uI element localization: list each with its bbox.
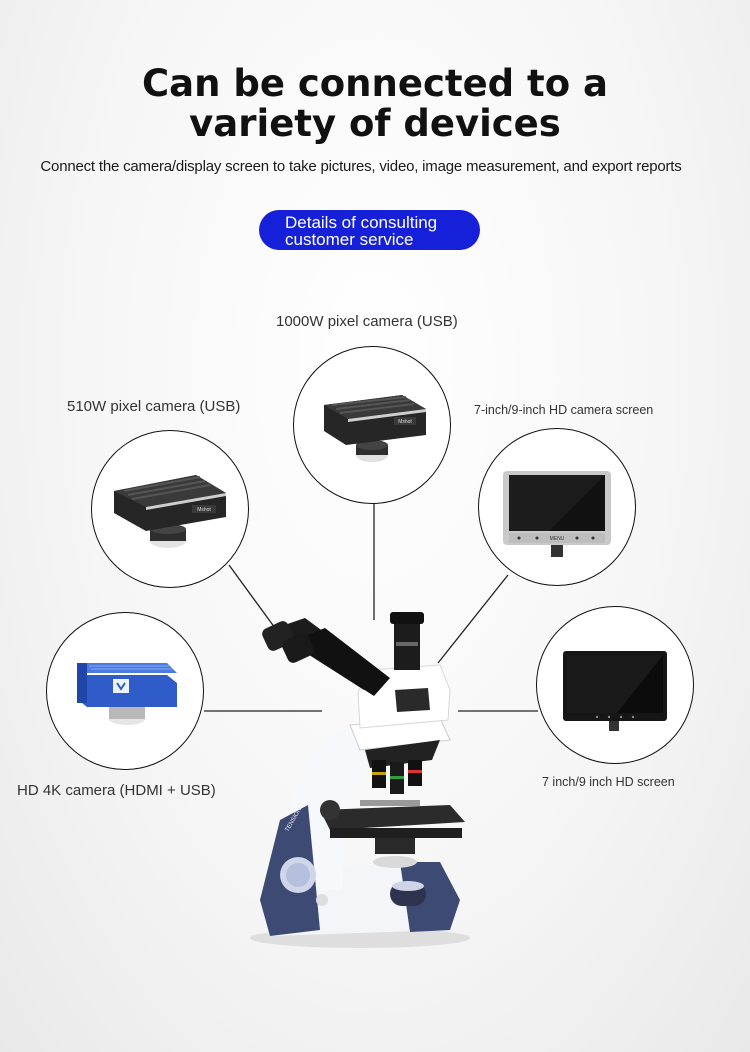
camera-1000w-image: Mshot [324,395,426,462]
device-circle-4k-camera[interactable] [46,612,204,770]
screen-menu-text: MENU [550,536,565,542]
cta-line-1: Details of consulting [285,213,438,232]
headline-line-1: Can be connected to a [142,62,608,105]
microscope: TENSION [250,600,480,950]
headline-line-2: variety of devices [189,102,561,145]
label-4k-camera: HD 4K camera (HDMI + USB) [17,782,216,799]
camera-brand-text: Mshot [398,419,412,425]
label-hd-screen: 7 inch/9 inch HD screen [542,775,675,789]
hd-screen-image [563,651,667,731]
label-510w-camera: 510W pixel camera (USB) [67,398,241,415]
label-1000w-camera: 1000W pixel camera (USB) [276,313,458,330]
camera-4k-image [77,663,177,725]
camera-screen-image: MENU [503,471,611,557]
camera-brand-text: Mshot [197,507,211,513]
device-circle-hd-screen[interactable] [536,606,694,764]
label-camera-screen: 7-inch/9-inch HD camera screen [474,403,654,417]
device-circle-510w-camera[interactable]: Mshot [91,430,249,588]
headline: Can be connected to a variety of devices [0,64,750,144]
subtitle: Connect the camera/display screen to tak… [40,158,682,175]
camera-510w-image: Mshot [114,475,226,548]
device-circle-camera-screen[interactable]: MENU [478,428,636,586]
device-circle-1000w-camera[interactable]: Mshot [293,346,451,504]
microscope-image: TENSION [250,612,470,948]
consult-customer-service-button[interactable]: Details of consulting customer service [259,210,480,250]
cta-line-2: customer service [285,230,414,249]
